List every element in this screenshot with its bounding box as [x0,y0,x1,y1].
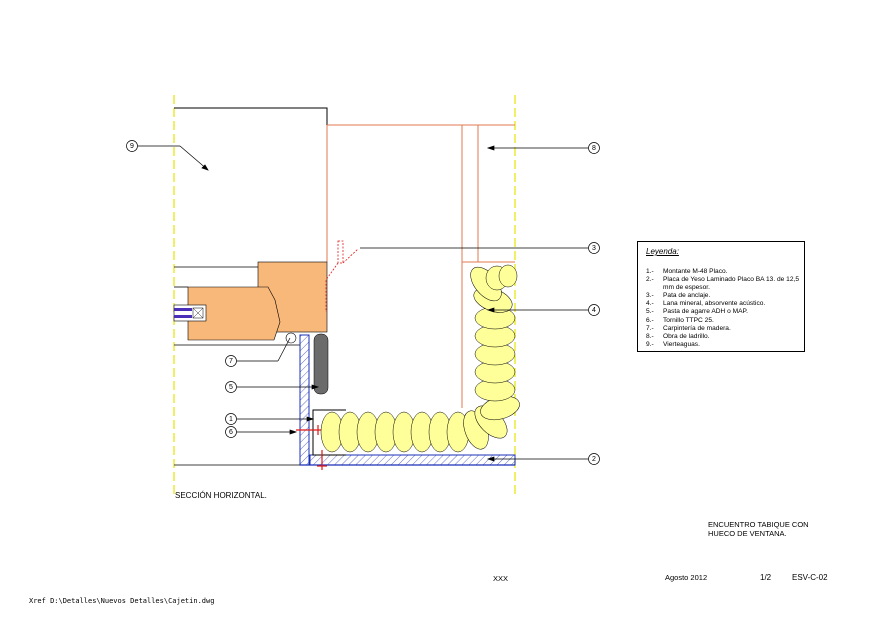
section-label: SECCIÓN HORIZONTAL. [175,491,267,500]
legend-item: 9.-Vierteaguas. [646,340,700,348]
sheet-number: 1/2 [760,573,772,582]
leader-lines [138,145,588,462]
title-line-1: ENCUENTRO TABIQUE CON [708,520,809,529]
svg-text:2: 2 [592,456,596,463]
sill-outline [174,107,328,262]
title-line-2: HUECO DE VENTANA. [708,529,787,538]
svg-text:6: 6 [229,429,233,436]
drawing-code: ESV-C-02 [792,573,828,582]
mineral-wool [320,264,520,453]
screws [296,425,327,470]
callout-1: 1 [225,413,237,425]
callout-9: 9 [126,140,138,152]
svg-text:8: 8 [592,145,596,152]
brick-wall [326,124,515,408]
callout-2: 2 [588,453,600,465]
svg-text:9: 9 [130,143,134,150]
wood-frame [173,261,328,346]
svg-text:7: 7 [229,358,233,365]
svg-text:1: 1 [229,416,233,423]
legend-list: 1.-Montante M-48 Placo. 2.-Placa de Yeso… [646,268,803,349]
legend-item: 2.-Placa de Yeso Laminado Placo BA 13. d… [646,276,800,292]
callout-6: 6 [225,426,237,438]
legend-item: 4.-Lana mineral, absorvente acústico. [646,300,766,308]
callout-3: 3 [588,242,600,254]
callout-5: 5 [225,381,237,393]
legend-item: 5.-Pasta de agarre ADH o MAP. [646,308,748,316]
legend-box: Leyenda: 1.-Montante M-48 Placo. 2.-Plac… [637,241,805,352]
anchor-strap [325,240,359,312]
svg-text:3: 3 [592,245,596,252]
metal-stud [312,409,346,456]
plasterboard [174,334,516,466]
callout-7: 7 [225,355,237,367]
xref-path: Xref D:\Detalles\Nuevos Detalles\Cajetin… [29,597,215,605]
svg-text:5: 5 [229,384,233,391]
legend-title: Leyenda: [646,247,679,256]
svg-text:4: 4 [592,307,596,314]
legend-item: 8.-Obra de ladrillo. [646,332,710,340]
legend-item: 6.-Tornillo TTPC 25. [646,316,714,324]
adhesive-paste [313,333,329,395]
legend-item: 1.-Montante M-48 Placo. [646,268,728,275]
legend-item: 3.-Pata de anclaje. [646,292,711,300]
callout-4: 4 [588,304,600,316]
title-date: Agosto 2012 [665,573,708,582]
callout-8: 8 [588,142,600,154]
title-xxx: XXX [493,574,509,583]
legend-item: 7.-Carpintería de madera. [646,324,731,332]
